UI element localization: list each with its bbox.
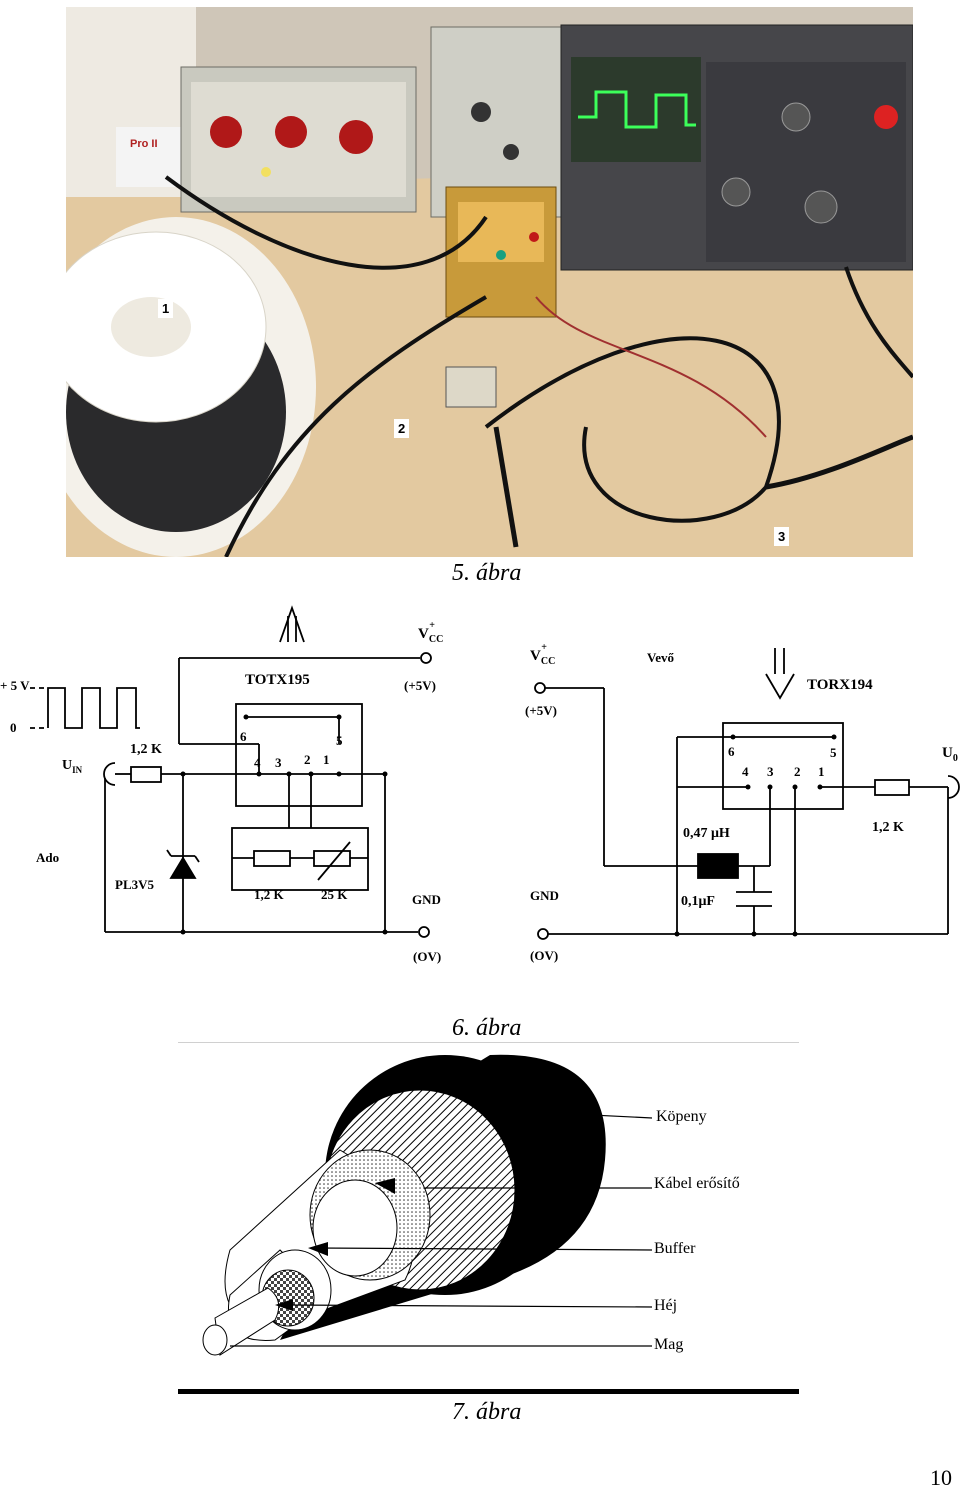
rule <box>178 1389 799 1394</box>
tx-pin-2: 2 <box>304 752 311 767</box>
inductor-label: 0,47 μH <box>683 826 730 841</box>
rx-ov-label: (OV) <box>530 948 559 963</box>
rx-pin-2: 2 <box>794 764 801 779</box>
capacitor-label: 0,1μF <box>681 894 715 909</box>
rx-pin-1: 1 <box>818 764 825 779</box>
layer-label-strength: Kábel erősítő <box>654 1175 740 1192</box>
rx-pin-3: 3 <box>767 764 774 779</box>
rx-r-label: 1,2 K <box>872 820 904 835</box>
tx-ov-label: (OV) <box>413 949 442 964</box>
tx-gnd-label: GND <box>412 892 441 907</box>
lab-setup-illustration: Pro II <box>36 7 915 558</box>
signal-low-label: 0 <box>10 720 17 735</box>
rx-gnd-label: GND <box>530 888 559 903</box>
circuit-diagram <box>30 605 960 940</box>
tx-vcc-label: VCC+ <box>418 620 444 645</box>
tx-pin-6: 6 <box>240 729 247 744</box>
photo-label-2: 2 <box>394 419 410 438</box>
photo-label-3: 3 <box>774 527 790 546</box>
svg-text:Pro II: Pro II <box>130 138 158 150</box>
tx-r2-label: 1,2 K <box>254 887 284 902</box>
tx-side-label: Ado <box>36 850 60 865</box>
figure6-caption: 6. ábra <box>452 1015 522 1041</box>
rx-chip-label: TORX194 <box>807 677 873 693</box>
page-number: 10 <box>930 1465 952 1490</box>
tx-r1-label: 1,2 K <box>130 742 162 757</box>
tx-plus5v-label: (+5V) <box>404 678 436 693</box>
layer-label-cladding: Héj <box>654 1297 678 1314</box>
divider <box>178 1042 799 1043</box>
rx-vcc-label: VCC+ <box>530 642 556 667</box>
tx-pot-label: 25 K <box>321 887 348 902</box>
rx-pin-4: 4 <box>742 764 749 779</box>
tx-pin-1: 1 <box>323 752 330 767</box>
layer-label-core: Mag <box>654 1336 684 1353</box>
rx-title-label: Vevő <box>647 650 674 665</box>
layer-label-buffer: Buffer <box>654 1240 696 1257</box>
layer-label-jacket: Köpeny <box>656 1108 707 1125</box>
zener-label: PL3V5 <box>115 877 154 892</box>
signal-high-label: + 5 V <box>0 678 30 693</box>
uin-label: UIN <box>62 758 83 775</box>
lab-setup-photo: Pro II <box>36 7 915 558</box>
tx-chip-label: TOTX195 <box>245 672 310 688</box>
rx-pin-5: 5 <box>830 745 837 760</box>
tx-pin-3: 3 <box>275 755 282 770</box>
tx-pin-4: 4 <box>254 755 261 770</box>
figure7-caption: 7. ábra <box>452 1399 522 1425</box>
figure5-caption: 5. ábra <box>452 560 522 586</box>
photo-label-1: 1 <box>158 299 174 318</box>
fiber-cable-diagram <box>202 1054 653 1356</box>
tx-pin-5: 5 <box>336 733 343 748</box>
rx-plus5v-label: (+5V) <box>525 703 557 718</box>
uo-label: U0 <box>942 745 958 764</box>
rx-pin-6: 6 <box>728 744 735 759</box>
